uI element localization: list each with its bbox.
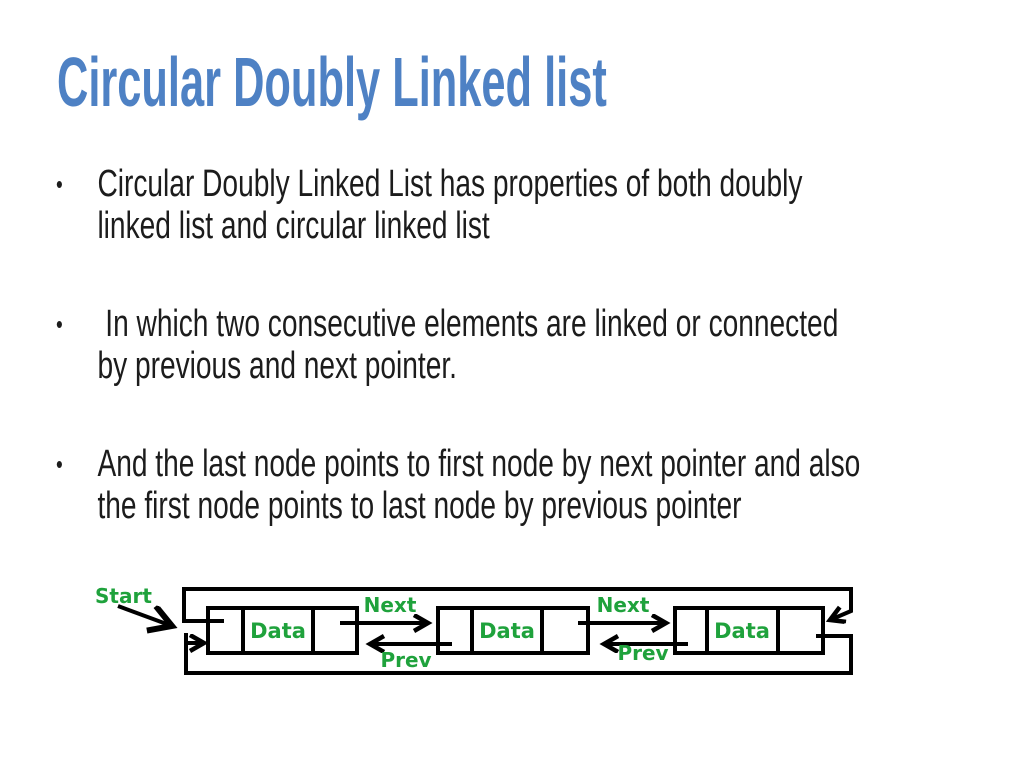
list-item: • Circular Doubly Linked List has proper… — [56, 163, 860, 247]
bullet-text: In which two consecutive elements are li… — [97, 303, 838, 387]
node: Data — [206, 606, 359, 655]
page-title: Circular Doubly Linked list — [57, 43, 607, 121]
next-label: Next — [597, 593, 650, 617]
bullet-marker: • — [56, 169, 63, 199]
node: Data — [436, 606, 590, 655]
bullet-line: by previous and next pointer. — [97, 345, 457, 387]
list-item: • And the last node points to first node… — [56, 443, 860, 527]
bullet-line: In which two consecutive elements are li… — [97, 303, 839, 345]
next-label: Next — [364, 593, 417, 617]
top-loop-wire — [182, 587, 853, 621]
prev-label: Prev — [380, 648, 431, 672]
bullet-marker: • — [56, 309, 63, 339]
bullet-text: And the last node points to first node b… — [97, 443, 860, 527]
bullet-list: • Circular Doubly Linked List has proper… — [56, 163, 860, 583]
bullet-text: Circular Doubly Linked List has properti… — [97, 163, 802, 247]
bullet-line: the first node points to last node by pr… — [97, 485, 742, 527]
bullet-marker: • — [56, 449, 63, 479]
bullet-line: Circular Doubly Linked List has properti… — [97, 163, 803, 205]
data-label: Data — [479, 619, 535, 643]
bullet-line: linked list and circular linked list — [97, 205, 490, 247]
prev-label: Prev — [617, 641, 668, 665]
bullet-line: And the last node points to first node b… — [97, 443, 861, 485]
data-label: Data — [714, 619, 770, 643]
list-item: • In which two consecutive elements are … — [56, 303, 860, 387]
start-label: Start — [95, 584, 152, 608]
data-label: Data — [250, 619, 306, 643]
node: Data — [673, 606, 825, 655]
start-arrow — [117, 604, 172, 626]
bottom-loop-wire — [186, 633, 853, 675]
